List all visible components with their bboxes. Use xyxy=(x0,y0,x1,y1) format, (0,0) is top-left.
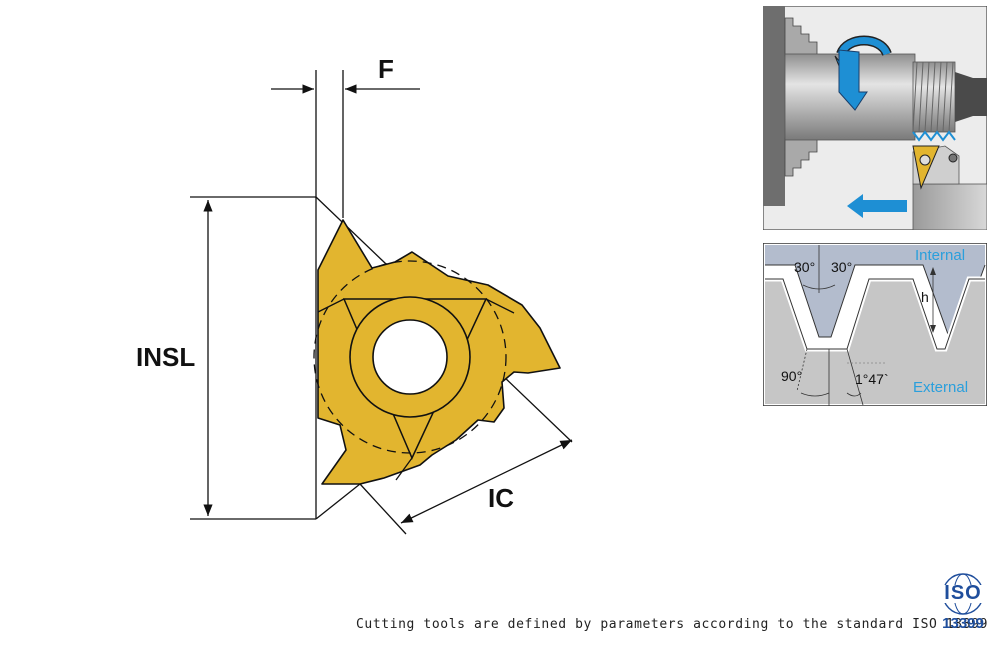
thread-profile-illustration: Internal External 30° 30° h 90° 1°47` xyxy=(762,242,988,407)
insert-edge-ridge-2 xyxy=(485,298,515,314)
internal-label: Internal xyxy=(915,247,966,264)
height-label: h xyxy=(921,289,929,305)
ic-arrow xyxy=(400,439,573,524)
dimension-label-ic: IC xyxy=(488,483,514,513)
angle-label-right: 30° xyxy=(831,259,853,275)
lead-angle-label: 1°47` xyxy=(855,371,889,387)
threading-operation-illustration xyxy=(763,6,987,230)
dimension-label-f: F xyxy=(378,54,394,84)
insert-edge-ridge-1 xyxy=(317,298,345,313)
reference-line-bottom xyxy=(315,483,361,520)
dimension-label-insl: INSL xyxy=(136,342,196,372)
insert-hole-inner xyxy=(372,319,448,395)
angle-label-left: 30° xyxy=(794,259,816,275)
right-angle-label: 90° xyxy=(781,368,803,384)
ic-extension-left xyxy=(359,483,407,535)
external-label: External xyxy=(913,379,969,396)
iso-13399-logo: ISO 13399 xyxy=(936,572,990,634)
iso-logo-number: 13399 xyxy=(942,615,984,632)
iso-logo-text: ISO xyxy=(944,582,982,604)
standard-footnote: Cutting tools are defined by parameters … xyxy=(356,617,988,632)
